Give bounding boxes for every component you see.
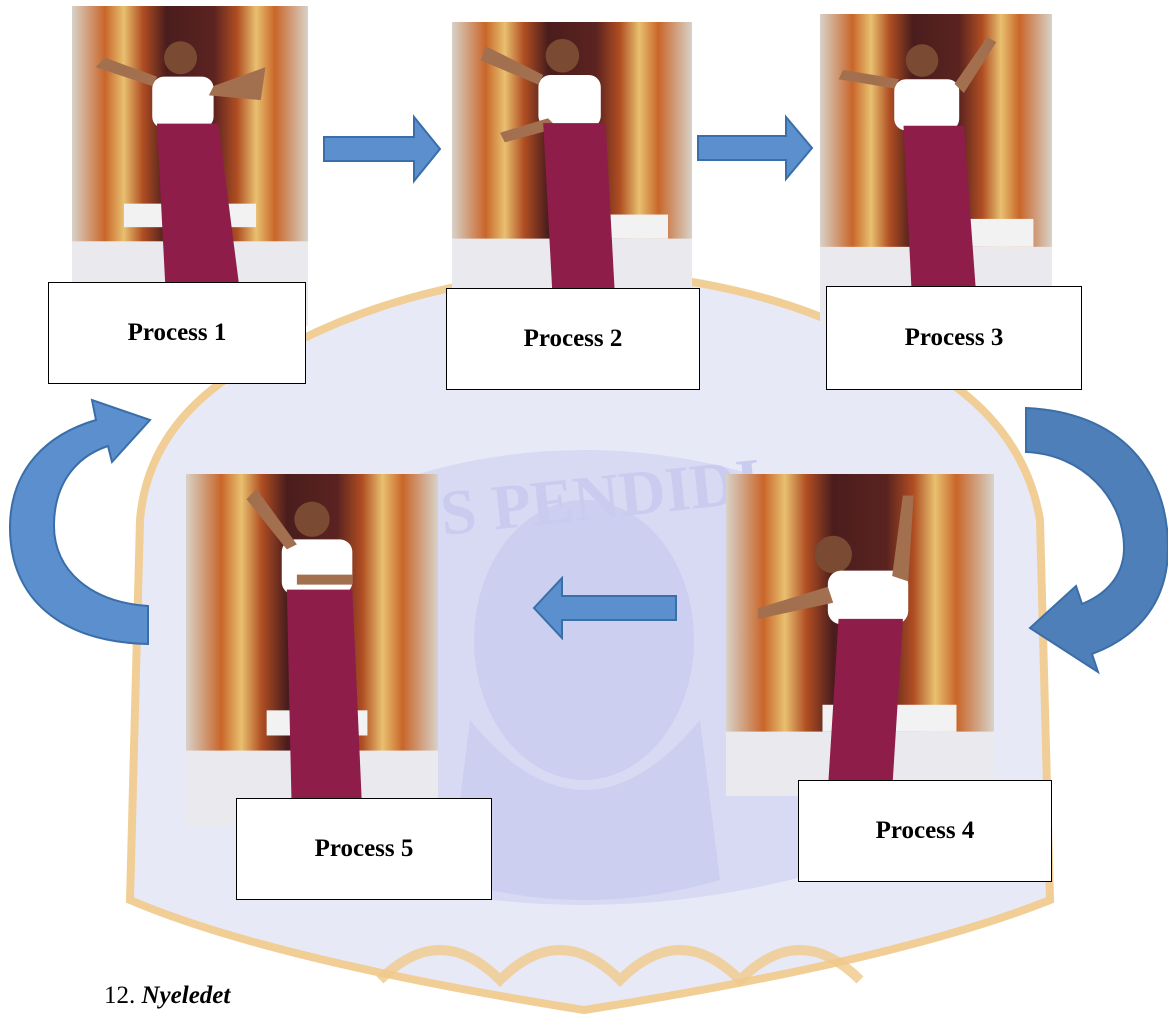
figure-caption: 12. Nyeledet: [104, 982, 230, 1010]
process-5-label: Process 5: [236, 798, 492, 900]
process-2-label: Process 2: [446, 288, 700, 390]
process-3-label: Process 3: [826, 286, 1082, 390]
dancer-photo-5: [186, 474, 438, 826]
arrow-left-icon: [532, 575, 677, 641]
caption-title: Nyeledet: [141, 982, 231, 1009]
arrow-right-icon: [697, 114, 814, 182]
process-4-label: Process 4: [798, 780, 1052, 882]
dancer-photo-2: [452, 22, 692, 306]
curved-arrow-down-icon: [1025, 406, 1168, 675]
caption-number: 12.: [104, 982, 136, 1009]
process-1-label: Process 1: [48, 282, 306, 384]
arrow-right-icon: [323, 114, 442, 184]
dancer-photo-4: [726, 474, 994, 796]
curved-arrow-up-icon: [8, 398, 152, 646]
